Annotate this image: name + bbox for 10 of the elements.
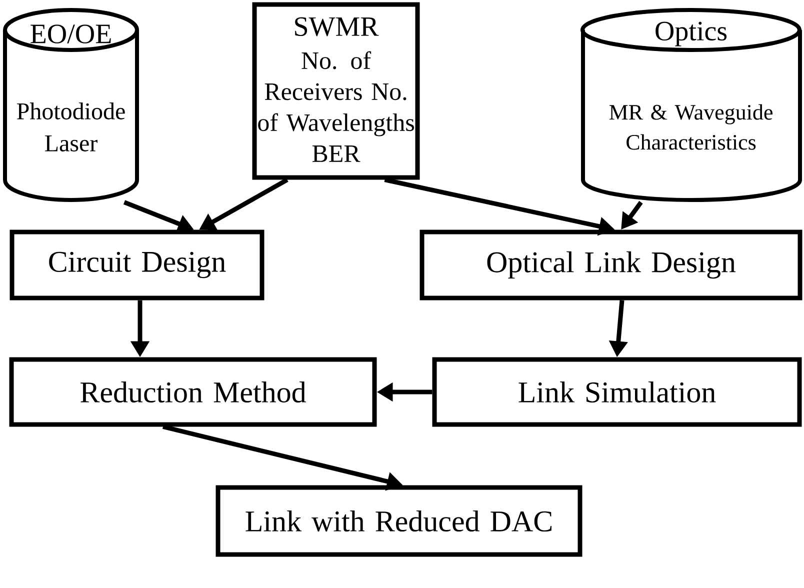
process-box: Reduction Method [9, 357, 377, 427]
process-box: Optical Link Design [420, 230, 802, 300]
process-box: Link Simulation [432, 357, 802, 427]
database-cylinder: EO/OE Photodiode Laser [3, 8, 139, 202]
node-label: Photodiode Laser [17, 102, 125, 152]
node-label: MR & Waveguide Characteristics [609, 104, 772, 150]
process-box: SWMR No. of Receivers No. of Wavelengths BER [252, 2, 420, 180]
process-box: Circuit Design [10, 230, 264, 300]
database-cylinder: Optics MR & Waveguide Characteristics [580, 8, 802, 202]
process-box: Link with Reduced DAC [216, 485, 582, 557]
